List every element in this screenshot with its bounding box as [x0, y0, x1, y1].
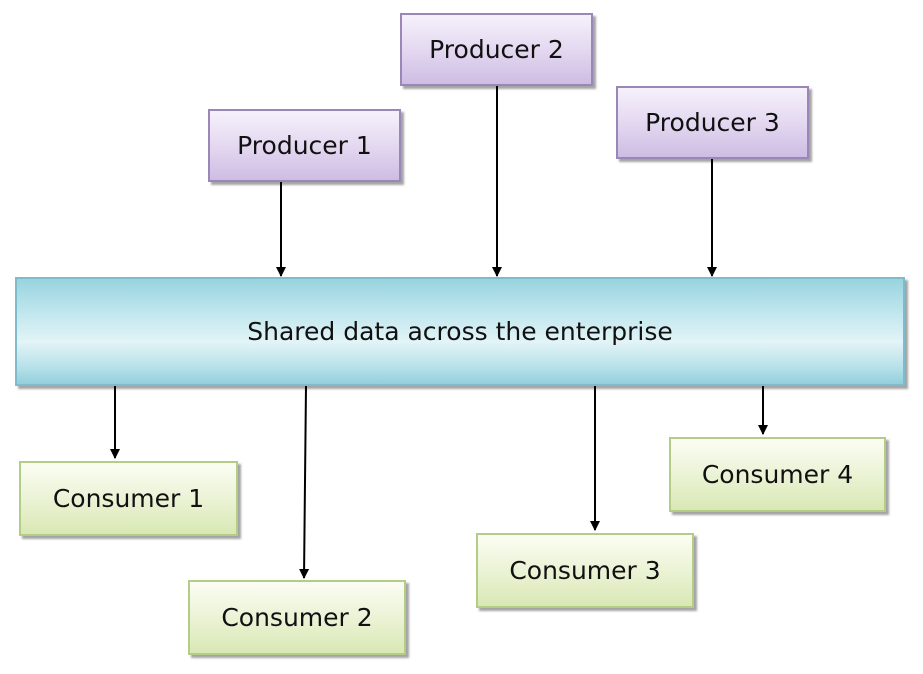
producer-2-box: Producer 2 [400, 13, 593, 86]
producer-3-box: Producer 3 [616, 86, 809, 159]
consumer-2-label: Consumer 2 [221, 603, 373, 632]
arrow-bus-to-consumer-2 [299, 385, 310, 579]
consumer-4-box: Consumer 4 [669, 437, 886, 512]
shared-data-bus: Shared data across the enterprise [15, 277, 905, 386]
shared-data-label: Shared data across the enterprise [247, 317, 673, 346]
consumer-2-box: Consumer 2 [188, 580, 406, 655]
consumer-3-label: Consumer 3 [509, 556, 661, 585]
consumer-1-label: Consumer 1 [52, 484, 205, 513]
producer-2-label: Producer 2 [429, 35, 564, 64]
consumer-1-box: Consumer 1 [19, 461, 238, 536]
producer-1-label: Producer 1 [237, 131, 372, 160]
consumer-3-box: Consumer 3 [476, 533, 694, 608]
producer-3-label: Producer 3 [645, 108, 780, 137]
consumer-4-label: Consumer 4 [701, 460, 854, 489]
producer-1-box: Producer 1 [208, 109, 401, 182]
